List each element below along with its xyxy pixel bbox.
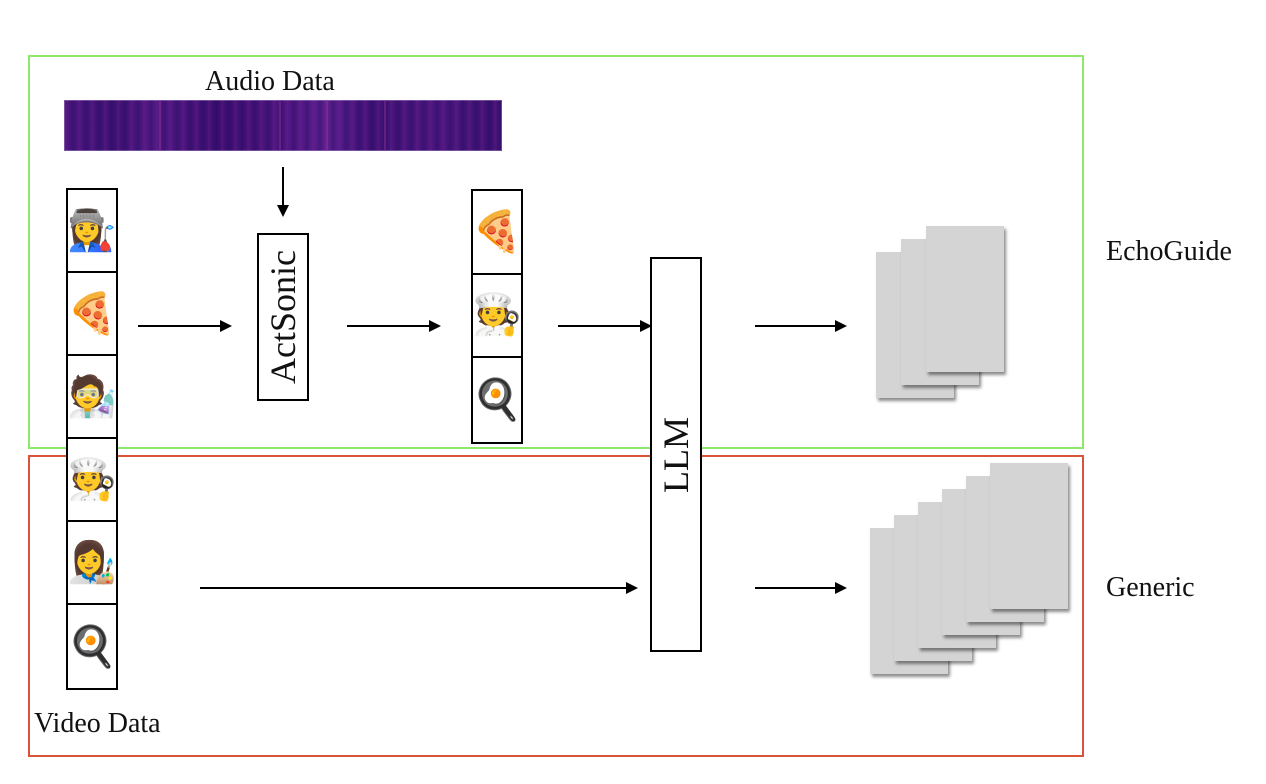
frame-cook: 🧑‍🍳 (472, 275, 522, 359)
frame-scientist: 🧑‍🔬 (67, 356, 117, 439)
video-to-actsonic-arrow (138, 320, 232, 332)
output-document-icon (926, 226, 1004, 372)
generic-label: Generic (1106, 572, 1195, 603)
frame-pizza: 🍕 (472, 191, 522, 275)
frying-pan-icon: 🍳 (67, 623, 117, 670)
llm-to-generic-output-arrow (755, 582, 847, 594)
audio-to-actsonic-arrow (277, 167, 289, 217)
video-data-label: Video Data (34, 708, 161, 739)
frame-artist: 👩‍🎨 (67, 522, 117, 605)
llm-label: LLM (656, 416, 696, 493)
echoguide-region (28, 55, 1084, 449)
llm-to-echoguide-output-arrow (755, 320, 847, 332)
cook-icon: 🧑‍🍳 (67, 456, 117, 503)
scientist-icon: 🧑‍🔬 (67, 373, 117, 420)
frame-pizza: 🍕 (67, 273, 117, 356)
video-frames-column: 👩‍🏭 🍕 🧑‍🔬 🧑‍🍳 👩‍🎨 🍳 (66, 188, 118, 690)
video-to-llm-arrow (200, 582, 638, 594)
pizza-icon: 🍕 (472, 208, 522, 255)
actsonic-box: ActSonic (257, 233, 309, 401)
output-document-icon (990, 463, 1068, 609)
frame-cook: 🧑‍🍳 (67, 439, 117, 522)
factory-worker-icon: 👩‍🏭 (67, 207, 117, 254)
audio-spectrogram (64, 100, 502, 151)
actsonic-label: ActSonic (263, 250, 303, 384)
frying-pan-icon: 🍳 (472, 377, 522, 424)
actsonic-to-frames-arrow (347, 320, 441, 332)
frame-factory-worker: 👩‍🏭 (67, 190, 117, 273)
echoguide-label: EchoGuide (1106, 236, 1232, 267)
generic-region (28, 455, 1084, 757)
pizza-icon: 🍕 (67, 290, 117, 337)
frame-frying-pan: 🍳 (472, 358, 522, 442)
frames-to-llm-arrow (558, 320, 652, 332)
audio-data-label: Audio Data (205, 66, 335, 97)
llm-box: LLM (650, 257, 702, 652)
selected-frames-column: 🍕 🧑‍🍳 🍳 (471, 189, 523, 444)
artist-icon: 👩‍🎨 (67, 539, 117, 586)
frame-frying-pan: 🍳 (67, 605, 117, 688)
cook-icon: 🧑‍🍳 (472, 292, 522, 339)
